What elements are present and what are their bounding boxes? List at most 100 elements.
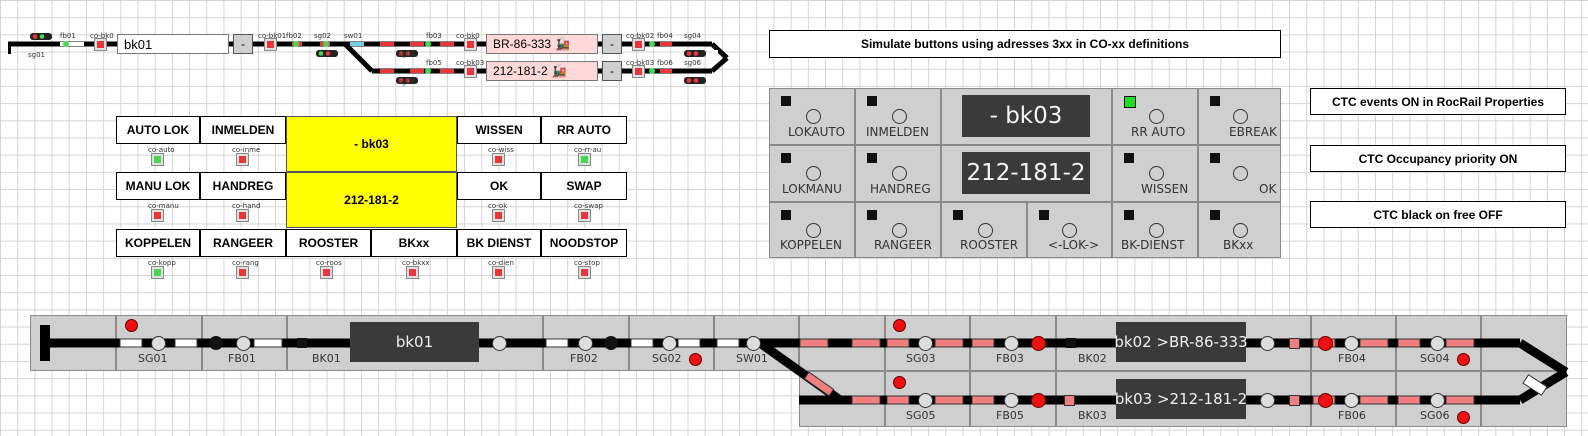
ctc-bkxx[interactable]: BKxx xyxy=(1198,202,1281,258)
ctc-note-2: CTC Occupancy priority ON xyxy=(1310,145,1566,172)
ctc-bk-dienst[interactable]: BK-DIENST xyxy=(1112,202,1198,258)
sw01-knob[interactable] xyxy=(746,336,761,351)
inmelden-button[interactable]: INMELDEN xyxy=(200,116,286,144)
ctc-lokauto-knob[interactable] xyxy=(806,109,821,124)
top-bk01-minus-button[interactable]: - xyxy=(233,34,253,54)
sg06-knob[interactable] xyxy=(1430,393,1445,408)
sg06-signal-dot xyxy=(1457,411,1470,424)
bk03-knob[interactable] xyxy=(1260,393,1275,408)
bk02-indicator xyxy=(1066,338,1076,348)
ctc-rangeer[interactable]: RANGEER xyxy=(855,202,941,258)
ctc-koppelen-label: KOPPELEN xyxy=(780,238,842,252)
co-dien-led[interactable] xyxy=(492,266,505,279)
handreg-button[interactable]: HANDREG xyxy=(200,172,286,200)
fb03-knob[interactable] xyxy=(1004,336,1019,351)
bkxx-button[interactable]: BKxx xyxy=(371,229,457,257)
fb05-knob[interactable] xyxy=(1004,393,1019,408)
ctc-handreg-knob[interactable] xyxy=(892,166,907,181)
top-bk03-minus-button[interactable]: - xyxy=(602,61,622,81)
co-bk03b-led[interactable] xyxy=(632,65,645,78)
co-kopp-led[interactable] xyxy=(151,266,164,279)
sg01-signal-dot xyxy=(125,319,138,332)
loco-display-212[interactable]: 212-181-2 xyxy=(286,172,457,228)
sg03-knob[interactable] xyxy=(918,336,933,351)
ctc-ok-knob[interactable] xyxy=(1233,166,1248,181)
bk01-knob[interactable] xyxy=(492,336,507,351)
fb05-occupied-dot xyxy=(1031,393,1046,408)
co-rr-au-led[interactable] xyxy=(578,153,591,166)
co-hand-led[interactable] xyxy=(236,209,249,222)
ok-label: OK xyxy=(490,179,508,193)
ctc-inmelden[interactable]: INMELDEN xyxy=(855,88,941,145)
ctc-bk-dienst-knob[interactable] xyxy=(1149,223,1164,238)
co-manu-led[interactable] xyxy=(151,209,164,222)
co-bkxx-led[interactable] xyxy=(406,266,419,279)
co-stop-led[interactable] xyxy=(578,266,591,279)
auto-lok-button[interactable]: AUTO LOK xyxy=(116,116,200,144)
ctc-wissen-knob[interactable] xyxy=(1149,166,1164,181)
fb06-knob[interactable] xyxy=(1344,393,1359,408)
swap-button[interactable]: SWAP xyxy=(541,172,627,200)
ctc-wissen[interactable]: WISSEN xyxy=(1112,145,1198,202)
co-bk03-led[interactable] xyxy=(464,65,477,78)
track-label-sw01: SW01 xyxy=(736,352,768,365)
koppelen-button[interactable]: KOPPELEN xyxy=(116,229,200,257)
ctc-note-1: CTC events ON in RocRail Properties xyxy=(1310,88,1566,115)
block-display-bk03[interactable]: - bk03 xyxy=(286,116,457,172)
co-rang-led[interactable] xyxy=(236,266,249,279)
co-swap-led[interactable] xyxy=(578,209,591,222)
ctc-rooster[interactable]: ROOSTER xyxy=(941,202,1027,258)
top-bk02-block[interactable]: BR-86-333🚂 xyxy=(486,34,598,54)
sg04-knob[interactable] xyxy=(1430,336,1445,351)
fb01-knob[interactable] xyxy=(236,336,251,351)
fb04-knob[interactable] xyxy=(1344,336,1359,351)
co-bk02b-led[interactable] xyxy=(632,38,645,51)
bk02-knob[interactable] xyxy=(1260,336,1275,351)
ctc-ok[interactable]: OK xyxy=(1198,145,1281,202)
ctc-inmelden-knob[interactable] xyxy=(892,109,907,124)
bk-dienst-button[interactable]: BK DIENST xyxy=(457,229,541,257)
ctc-lok-arrows[interactable]: <-LOK-> xyxy=(1027,202,1112,258)
ctc-rr-auto[interactable]: RR AUTO xyxy=(1112,88,1198,145)
rooster-button[interactable]: ROOSTER xyxy=(286,229,371,257)
rangeer-button[interactable]: RANGEER xyxy=(200,229,286,257)
co-roos-led[interactable] xyxy=(320,266,333,279)
sg01-knob[interactable] xyxy=(151,336,166,351)
ctc-koppelen-knob[interactable] xyxy=(806,223,821,238)
co-inme-led[interactable] xyxy=(236,153,249,166)
co-bk02-led[interactable] xyxy=(464,38,477,51)
co-bk01-led[interactable] xyxy=(94,38,107,51)
ctc-lokmanu-knob[interactable] xyxy=(806,166,821,181)
ctc-bkxx-knob[interactable] xyxy=(1233,223,1248,238)
sg02-knob[interactable] xyxy=(662,336,677,351)
fb02-knob[interactable] xyxy=(578,336,593,351)
ctc-rooster-knob[interactable] xyxy=(978,223,993,238)
ctc-rr-auto-label: RR AUTO xyxy=(1131,125,1186,139)
sg05-knob[interactable] xyxy=(918,393,933,408)
ctc-koppelen-indicator xyxy=(781,210,791,220)
minus-label: - xyxy=(610,64,614,78)
ctc-handreg[interactable]: HANDREG xyxy=(855,145,941,202)
noodstop-button[interactable]: NOODSTOP xyxy=(541,229,627,257)
ctc-lok-arrows-knob[interactable] xyxy=(1062,223,1077,238)
co-bk01b-led[interactable] xyxy=(264,38,277,51)
top-bk03-block[interactable]: 212-181-2🚂 xyxy=(486,61,598,81)
ok-button[interactable]: OK xyxy=(457,172,541,200)
swap-label: SWAP xyxy=(566,179,602,193)
track-label-sg05: SG05 xyxy=(906,409,936,422)
ctc-rr-auto-knob[interactable] xyxy=(1149,109,1164,124)
manu-lok-button[interactable]: MANU LOK xyxy=(116,172,200,200)
co-wiss-led[interactable] xyxy=(492,153,505,166)
ctc-ebreak-knob[interactable] xyxy=(1233,109,1248,124)
rr-auto-button[interactable]: RR AUTO xyxy=(541,116,627,144)
ctc-ebreak[interactable]: EBREAK xyxy=(1198,88,1281,145)
ctc-lokauto[interactable]: LOKAUTO xyxy=(769,88,855,145)
co-ok-led[interactable] xyxy=(492,209,505,222)
wissen-button[interactable]: WISSEN xyxy=(457,116,541,144)
top-bk01-block[interactable]: bk01 xyxy=(117,34,229,54)
ctc-koppelen[interactable]: KOPPELEN xyxy=(769,202,855,258)
top-bk02-minus-button[interactable]: - xyxy=(602,34,622,54)
ctc-rangeer-knob[interactable] xyxy=(892,223,907,238)
co-auto-led[interactable] xyxy=(151,153,164,166)
ctc-lokmanu[interactable]: LOKMANU xyxy=(769,145,855,202)
